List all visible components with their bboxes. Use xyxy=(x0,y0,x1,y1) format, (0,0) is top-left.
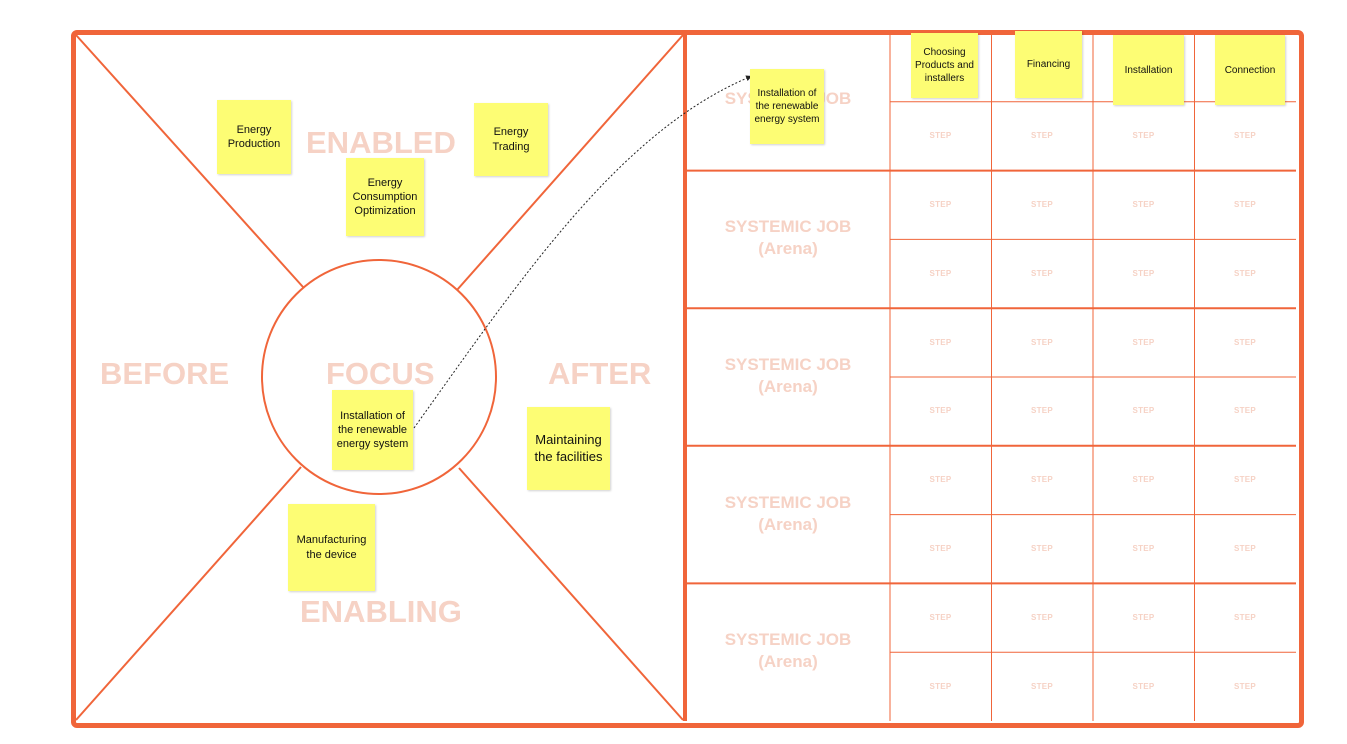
step-cell-label: STEP xyxy=(1132,268,1155,278)
systemic-job-label: SYSTEMIC JOB(Arena) xyxy=(686,629,890,673)
step-cell-label: STEP xyxy=(1030,131,1054,141)
sticky-step-choosing-products[interactable]: Choosing Products and installers xyxy=(911,33,978,98)
step-cell-label: STEP xyxy=(1030,612,1054,622)
systemic-job-label: SYSTEMIC JOB(Arena) xyxy=(686,216,890,260)
zone-label-focus: FOCUS xyxy=(326,356,435,391)
focus-circle xyxy=(261,259,497,495)
diagonal-top-left xyxy=(75,34,304,288)
step-cell-label: STEP xyxy=(1132,475,1155,485)
zone-label-before: BEFORE xyxy=(100,356,230,391)
step-cell-label: STEP xyxy=(1132,406,1155,416)
step-cell-label: STEP xyxy=(1030,681,1054,691)
diagonal-top-right xyxy=(456,34,684,291)
systemic-job-title: SYSTEMIC JOB xyxy=(724,492,852,512)
step-cell-label: STEP xyxy=(1030,544,1054,553)
step-cell-label: STEP xyxy=(929,131,952,141)
step-cell-label: STEP xyxy=(929,200,952,209)
step-cell-label: STEP xyxy=(1233,268,1257,278)
step-cell-label: STEP xyxy=(1233,475,1257,485)
sticky-job-installation[interactable]: Installation of the renewable energy sys… xyxy=(750,69,824,144)
step-cell-label: STEP xyxy=(1132,200,1155,209)
step-cell-label: STEP xyxy=(929,544,952,553)
systemic-job-title: SYSTEMIC JOB xyxy=(724,355,852,374)
systemic-job-title: SYSTEMIC JOB xyxy=(724,217,852,237)
step-cell-label: STEP xyxy=(1233,612,1257,622)
systemic-job-label: SYSTEMIC JOB(Arena) xyxy=(686,492,890,536)
sticky-manufacturing-device[interactable]: Manufacturing the device xyxy=(288,504,375,591)
step-cell-label: STEP xyxy=(929,681,952,691)
step-cell-label: STEP xyxy=(1233,681,1257,691)
diagonal-bottom-left xyxy=(75,466,302,721)
step-cell-label: STEP xyxy=(1132,544,1155,553)
sticky-focus-installation[interactable]: Installation of the renewable energy sys… xyxy=(332,390,413,470)
step-cell-label: STEP xyxy=(929,337,952,347)
sticky-step-installation[interactable]: Installation xyxy=(1113,35,1184,105)
step-cell-label: STEP xyxy=(1233,200,1257,209)
systemic-job-arena: (Arena) xyxy=(758,239,818,259)
sticky-step-connection[interactable]: Connection xyxy=(1215,35,1285,105)
systemic-job-arena: (Arena) xyxy=(758,377,818,396)
step-cell-label: STEP xyxy=(929,406,952,416)
step-cell-label: STEP xyxy=(1132,681,1155,691)
sticky-energy-consumption-optimization[interactable]: Energy Consumption Optimization xyxy=(346,158,424,236)
sticky-energy-production[interactable]: Energy Production xyxy=(217,100,291,174)
step-cell-label: STEP xyxy=(1030,200,1054,209)
step-cell-label: STEP xyxy=(929,475,952,485)
zone-label-after: AFTER xyxy=(548,356,652,391)
step-cell-label: STEP xyxy=(1233,544,1257,553)
step-cell-label: STEP xyxy=(1030,268,1054,278)
step-cell-label: STEP xyxy=(1233,406,1257,416)
systemic-job-arena: (Arena) xyxy=(758,514,818,534)
step-cell-label: STEP xyxy=(1233,131,1257,141)
diagonal-bottom-right xyxy=(458,467,684,721)
systemic-job-title: SYSTEMIC JOB xyxy=(724,630,852,650)
sticky-step-financing[interactable]: Financing xyxy=(1015,31,1082,98)
systemic-job-arena: (Arena) xyxy=(758,652,818,672)
zone-label-enabled: ENABLED xyxy=(306,125,456,160)
step-cell-label: STEP xyxy=(929,268,952,278)
systemic-job-label: SYSTEMIC JOB (Arena) xyxy=(686,354,890,398)
sticky-maintaining-facilities[interactable]: Maintaining the facilities xyxy=(527,407,610,490)
sticky-energy-trading[interactable]: Energy Trading xyxy=(474,103,548,176)
step-cell-label: STEP xyxy=(929,612,952,622)
step-cell-label: STEP xyxy=(1030,406,1054,416)
step-cell-label: STEP xyxy=(1132,337,1155,347)
focus-to-job-connector[interactable] xyxy=(413,75,753,429)
step-cell-label: STEP xyxy=(1030,337,1054,347)
ecosystem-panel xyxy=(75,34,684,721)
zone-label-enabling: ENABLING xyxy=(300,594,462,629)
step-cell-label: STEP xyxy=(1132,131,1155,141)
step-cell-label: STEP xyxy=(1030,475,1054,485)
step-cell-label: STEP xyxy=(1233,337,1257,347)
step-cell-label: STEP xyxy=(1132,612,1155,622)
